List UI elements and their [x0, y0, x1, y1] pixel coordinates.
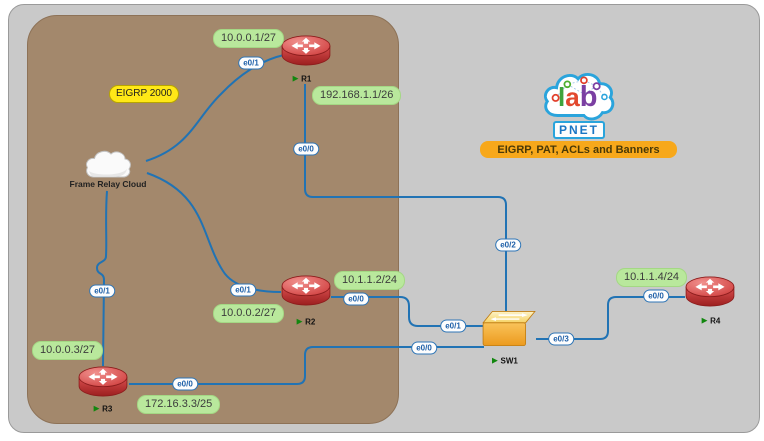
link-cloud-r2	[146, 172, 282, 293]
lab-title-banner: EIGRP, PAT, ACLs and Banners	[480, 141, 677, 158]
router-icon	[685, 276, 735, 307]
interface-label-r1-e0-0: e0/0	[293, 142, 319, 156]
switch-sw1-label: SW1	[492, 357, 518, 366]
router-r3-label: R3	[94, 405, 112, 414]
interface-label-sw1-e0-3: e0/3	[548, 332, 574, 346]
running-state-icon	[94, 405, 99, 413]
logo-pnet-text: PNET	[553, 121, 606, 139]
router-r2[interactable]	[280, 274, 332, 312]
router-r1-label: R1	[293, 75, 311, 84]
switch-sw1[interactable]	[481, 305, 537, 356]
interface-label-sw1-e0-0: e0/0	[411, 341, 437, 355]
ip-label-r4-e0-0: 10.1.1.4/24	[616, 268, 688, 287]
router-r2-label: R2	[297, 318, 315, 327]
logo-lab-word: lab	[558, 81, 598, 113]
interface-label-r3-e0-1: e0/1	[89, 284, 115, 298]
router-r3[interactable]	[77, 365, 129, 403]
router-r4-label: R4	[702, 317, 720, 326]
ip-label-r1-e0-1: 10.0.0.1/27	[213, 29, 285, 48]
eigrp-as-label: EIGRP 2000	[109, 85, 179, 103]
router-icon	[78, 366, 128, 397]
interface-label-sw1-e0-2: e0/2	[495, 238, 521, 252]
ip-label-r3-e0-0: 172.16.3.3/25	[137, 395, 221, 414]
interface-label-r3-e0-0: e0/0	[172, 377, 198, 391]
link-cloud-r1	[145, 54, 285, 162]
interface-label-r2-e0-1: e0/1	[230, 283, 256, 297]
interface-label-r4-e0-0: e0/0	[643, 289, 669, 303]
frame-relay-cloud-node[interactable]	[83, 145, 133, 188]
running-state-icon	[702, 317, 707, 325]
logo-cloud-icon	[543, 72, 615, 121]
router-icon	[281, 275, 331, 306]
running-state-icon	[293, 75, 298, 83]
ip-label-r2-e0-1: 10.0.0.2/27	[213, 304, 285, 323]
link-r3-sw1	[129, 346, 484, 385]
router-r1[interactable]	[280, 34, 332, 72]
link-r2-sw1	[331, 296, 484, 327]
link-sw1-r4	[536, 296, 685, 340]
interface-label-r2-e0-0: e0/0	[343, 292, 369, 306]
link-r1-sw1	[304, 84, 507, 314]
interface-label-r1-e0-1: e0/1	[238, 56, 264, 70]
running-state-icon	[297, 318, 302, 326]
switch-icon	[482, 310, 536, 347]
interface-label-sw1-e0-1: e0/1	[440, 319, 466, 333]
ip-label-r2-e0-0: 10.1.1.2/24	[334, 271, 406, 290]
ip-label-r1-e0-0: 192.168.1.1/26	[312, 86, 402, 105]
cloud-icon	[86, 150, 131, 178]
router-r4[interactable]	[684, 275, 736, 313]
cloud-label: Frame Relay Cloud	[69, 179, 147, 189]
pnet-lab-logo	[540, 64, 622, 131]
running-state-icon	[492, 357, 497, 365]
router-icon	[281, 35, 331, 66]
ip-label-r3-e0-1: 10.0.0.3/27	[32, 341, 104, 360]
link-cloud-r3	[95, 190, 108, 367]
